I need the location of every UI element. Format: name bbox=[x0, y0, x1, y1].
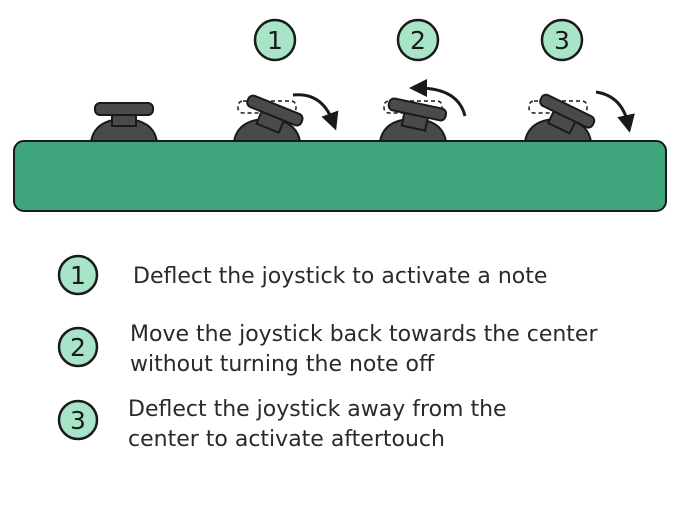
svg-text:3: 3 bbox=[554, 26, 570, 55]
svg-text:2: 2 bbox=[410, 26, 426, 55]
legend-item-3: 3 Deflect the joystick away from the cen… bbox=[57, 397, 507, 452]
legend-number: 2 bbox=[70, 333, 86, 362]
legend-number: 1 bbox=[70, 261, 86, 290]
device-body bbox=[13, 140, 667, 212]
svg-text:1: 1 bbox=[267, 26, 283, 55]
step-badge-2: 2 bbox=[396, 18, 440, 62]
joystick-step-3 bbox=[523, 90, 635, 143]
step-badge-1: 1 bbox=[253, 18, 297, 62]
legend-text-line: Deflect the joystick away from the bbox=[128, 397, 507, 422]
legend-text-line: Move the joystick back towards the cente… bbox=[130, 322, 598, 347]
joystick-neutral bbox=[89, 102, 159, 143]
legend-text-line: Deflect the joystick to activate a note bbox=[133, 264, 547, 289]
legend-text-line: center to activate aftertouch bbox=[128, 427, 445, 452]
joystick-step-2 bbox=[378, 79, 467, 143]
legend-item-2: 2 Move the joystick back towards the cen… bbox=[57, 322, 598, 377]
joystick-step-1 bbox=[232, 93, 339, 143]
step-badge-3: 3 bbox=[540, 18, 584, 62]
legend-text-line: without turning the note off bbox=[130, 352, 435, 377]
legend-item-1: 1 Deflect the joystick to activate a not… bbox=[57, 254, 547, 296]
legend-number: 3 bbox=[70, 406, 86, 435]
